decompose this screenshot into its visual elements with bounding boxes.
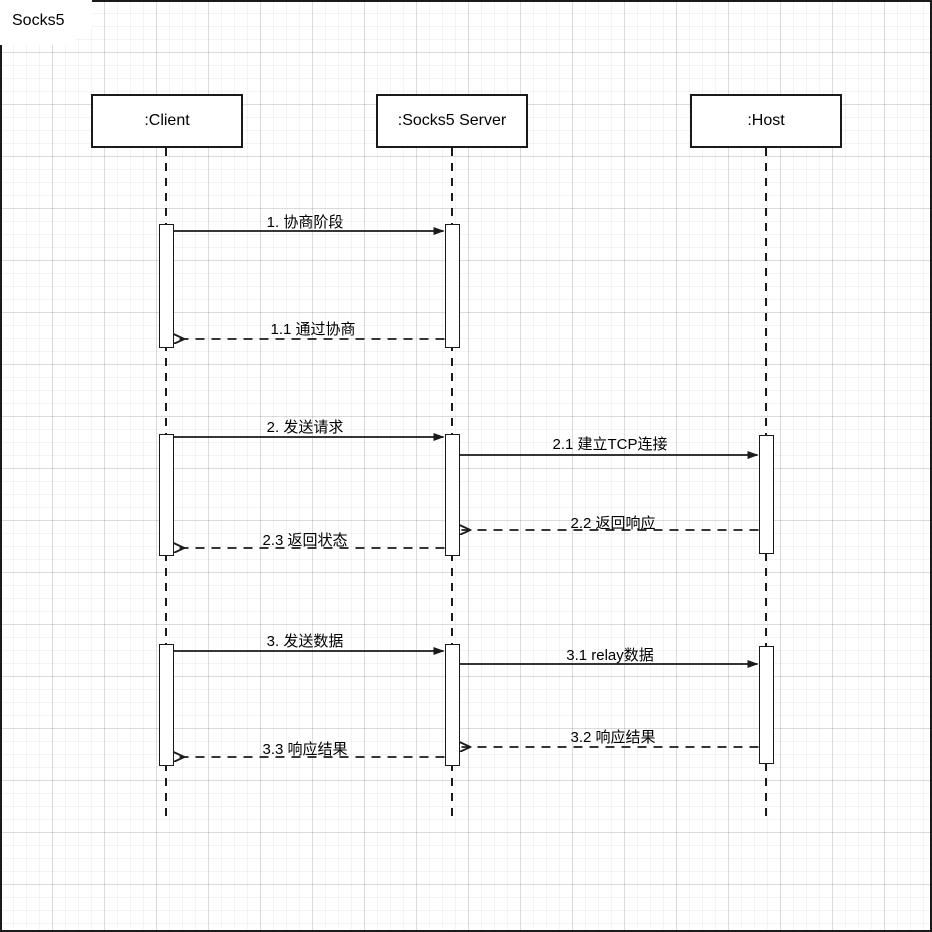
lifelines-group <box>165 148 767 818</box>
activation-bar-host[interactable] <box>758 646 774 764</box>
activation-bar-client[interactable] <box>158 224 174 348</box>
message-label-m3: 3. 发送数据 <box>266 633 344 650</box>
message-label-m2_1: 2.1 建立TCP连接 <box>552 436 668 453</box>
frame-label: Socks5 <box>0 0 92 45</box>
message-label-m2_2: 2.2 返回响应 <box>570 515 656 532</box>
activation-bar-host[interactable] <box>758 435 774 554</box>
message-label-m1: 1. 协商阶段 <box>266 214 344 231</box>
message-label-m3_3: 3.3 响应结果 <box>262 741 348 758</box>
message-label-m1_1: 1.1 通过协商 <box>270 321 356 338</box>
activation-bar-client[interactable] <box>158 644 174 766</box>
message-label-m2: 2. 发送请求 <box>266 419 344 436</box>
message-label-m3_1: 3.1 relay数据 <box>566 647 654 664</box>
message-label-m3_2: 3.2 响应结果 <box>570 729 656 746</box>
message-label-m2_3: 2.3 返回状态 <box>262 532 348 549</box>
activation-bar-client[interactable] <box>158 434 174 556</box>
participant-box-client[interactable]: :Client <box>91 94 243 148</box>
participant-label: :Socks5 Server <box>397 112 507 129</box>
activation-bar-socks5[interactable] <box>444 644 460 766</box>
participant-label: :Host <box>747 112 785 129</box>
participant-label: :Client <box>144 112 190 129</box>
activation-bar-socks5[interactable] <box>444 224 460 348</box>
messages-group <box>174 227 759 757</box>
activation-bar-socks5[interactable] <box>444 434 460 556</box>
participant-box-socks5[interactable]: :Socks5 Server <box>376 94 528 148</box>
participant-box-host[interactable]: :Host <box>690 94 842 148</box>
